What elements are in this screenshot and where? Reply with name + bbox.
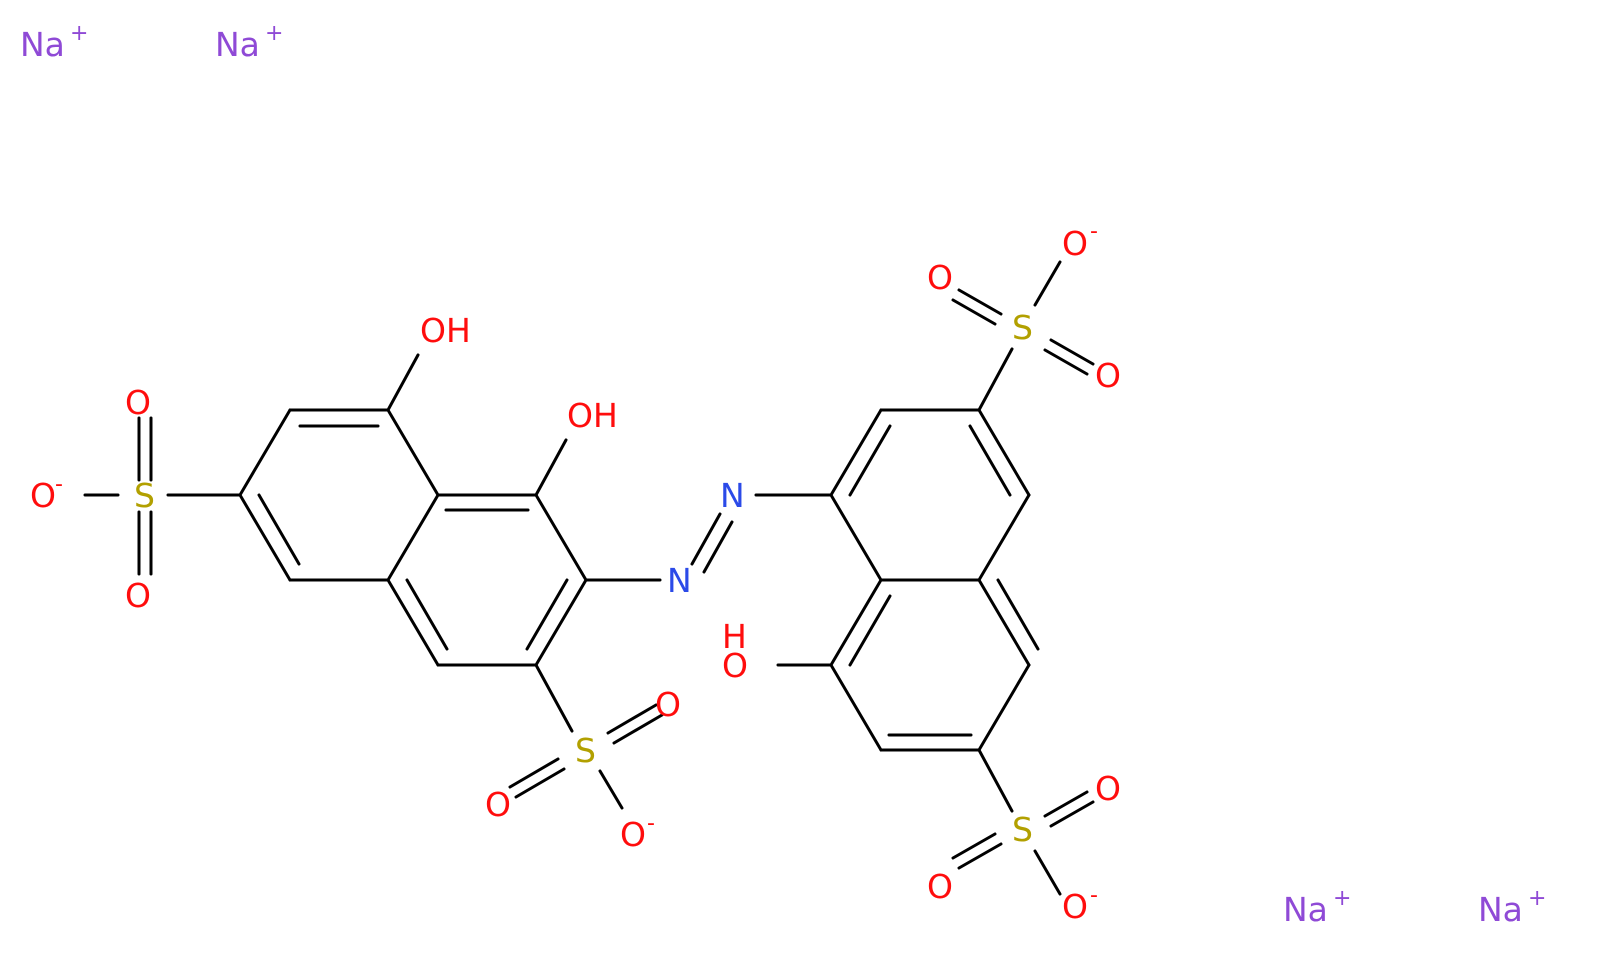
positive-charge: +: [265, 21, 283, 46]
negative-charge: -: [647, 811, 655, 836]
bond: [1043, 348, 1089, 376]
sulfur-label: S: [1012, 308, 1033, 347]
bond: [977, 578, 1031, 667]
bond: [238, 493, 292, 582]
bond: [977, 408, 1031, 497]
bond: [951, 832, 997, 860]
oxygen-label: O: [1095, 769, 1121, 808]
sulfur-label: S: [134, 476, 155, 515]
oxide-label: O: [1062, 224, 1088, 263]
bond: [829, 663, 883, 752]
bond: [848, 424, 892, 497]
oxide-label: O: [620, 815, 646, 854]
bond: [1049, 800, 1095, 828]
sulfur-label: S: [575, 731, 596, 770]
bond: [957, 288, 1003, 316]
bond: [996, 578, 1040, 651]
bond: [612, 713, 664, 745]
bond: [238, 408, 292, 497]
sodium-symbol: Na: [20, 25, 65, 64]
bond: [977, 748, 1014, 813]
bond: [386, 408, 440, 497]
bond: [514, 767, 566, 799]
bond: [386, 493, 440, 582]
oxygen-label: O: [927, 867, 953, 906]
bond: [977, 347, 1014, 412]
bond: [977, 663, 1031, 752]
bond: [257, 493, 301, 566]
bond: [386, 353, 420, 412]
oxygen-label: O: [485, 785, 511, 824]
bond: [525, 578, 569, 651]
positive-charge: +: [1333, 886, 1351, 911]
bond: [534, 578, 588, 667]
negative-charge: -: [1090, 883, 1098, 908]
atom-labels: Na + Na + Na + Na + OH OH H O N N S O O …: [20, 21, 1546, 929]
negative-charge: -: [55, 472, 63, 497]
sodium-ion: Na +: [1283, 886, 1351, 929]
sodium-ion: Na +: [1478, 886, 1546, 929]
bond: [951, 298, 997, 326]
hydroxyl-o-label: O: [722, 646, 748, 685]
oxide-label: O: [1062, 887, 1088, 926]
bond: [1043, 790, 1089, 818]
bond: [508, 757, 560, 789]
bond: [1049, 338, 1095, 366]
sodium-symbol: Na: [1283, 890, 1328, 929]
oxygen-label: O: [927, 258, 953, 297]
hydroxyl-label: OH: [420, 311, 471, 350]
bond: [829, 493, 883, 582]
oxygen-label: O: [125, 383, 151, 422]
bond: [405, 578, 449, 651]
bond: [848, 594, 892, 667]
positive-charge: +: [1528, 886, 1546, 911]
nitrogen-label: N: [720, 476, 745, 515]
sodium-symbol: Na: [1478, 890, 1523, 929]
bond: [534, 663, 574, 733]
bond: [1033, 849, 1062, 896]
bond: [534, 493, 588, 582]
oxygen-label: O: [125, 576, 151, 615]
hydroxyl-label: OH: [567, 396, 618, 435]
oxygen-label: O: [655, 685, 681, 724]
bond: [829, 408, 883, 497]
bond: [968, 424, 1012, 497]
bond: [977, 493, 1031, 582]
negative-charge: -: [1090, 219, 1098, 244]
nitrogen-label: N: [667, 561, 692, 600]
bond: [598, 769, 624, 810]
bonds: [83, 260, 1095, 896]
sulfur-label: S: [1012, 810, 1033, 849]
bond: [690, 512, 722, 566]
positive-charge: +: [70, 21, 88, 46]
sodium-symbol: Na: [215, 25, 260, 64]
bond: [1033, 260, 1062, 307]
oxide-label: O: [30, 476, 56, 515]
bond: [386, 578, 440, 667]
oxygen-label: O: [1095, 356, 1121, 395]
bond: [829, 578, 883, 667]
sodium-ion: Na +: [20, 21, 88, 64]
hydroxyl-h-label: H: [722, 617, 747, 656]
bond: [606, 703, 658, 735]
bond: [957, 842, 1003, 870]
bond: [702, 520, 734, 574]
bond: [534, 438, 568, 497]
sodium-ion: Na +: [215, 21, 283, 64]
